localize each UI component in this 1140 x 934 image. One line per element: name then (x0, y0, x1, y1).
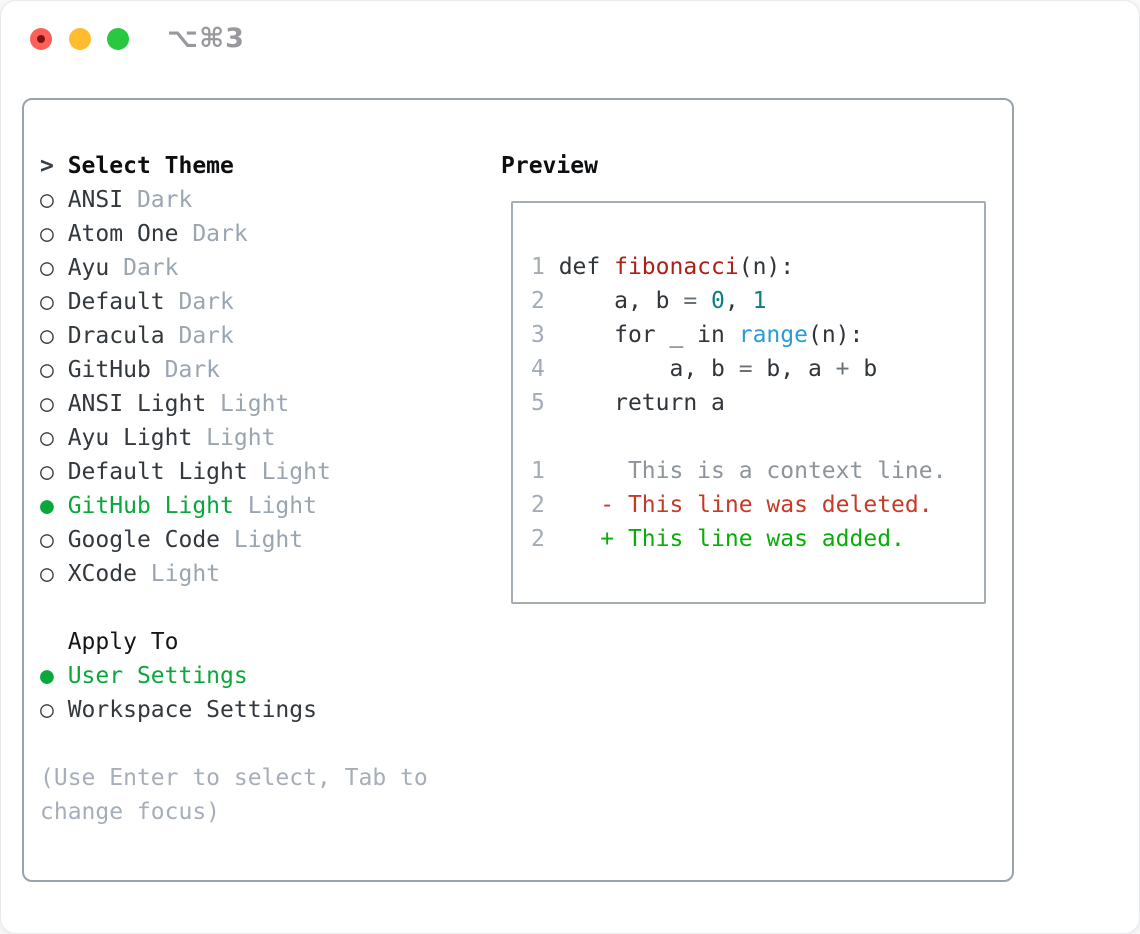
theme-option[interactable]: ● GitHub Light Light (40, 489, 428, 523)
theme-option-label: Ayu Light (67, 425, 193, 451)
theme-option[interactable]: ○ Ayu Dark (40, 251, 428, 285)
help-text-line: (Use Enter to select, Tab to (40, 765, 428, 791)
close-button[interactable] (30, 28, 52, 50)
theme-option-label: GitHub (67, 357, 151, 383)
theme-option[interactable]: ○ ANSI Dark (40, 183, 428, 217)
theme-option[interactable]: ○ Default Light Light (40, 455, 428, 489)
theme-option[interactable]: ○ Ayu Light Light (40, 421, 428, 455)
window-shortcut-label: ⌥⌘3 (167, 23, 245, 54)
theme-option-label: Dracula (67, 323, 165, 349)
theme-list-header: > Select Theme (40, 149, 428, 183)
code-line: 3 for _ in range(n): (531, 322, 864, 348)
line-number: 2 (531, 288, 559, 314)
preview-box: 1 def fibonacci(n): 2 a, b = 0, 1 3 for _ … (511, 201, 986, 604)
theme-option[interactable]: ○ XCode Light (40, 557, 428, 591)
theme-option[interactable]: ○ Atom One Dark (40, 217, 428, 251)
radio-selected-icon: ● (40, 663, 68, 689)
code-line: 4 a, b = b, a + b (531, 356, 878, 382)
theme-option[interactable]: ○ ANSI Light Light (40, 387, 428, 421)
prompt-icon: > (40, 153, 68, 179)
line-number: 1 (531, 458, 559, 484)
theme-option-tag: Dark (164, 289, 234, 315)
theme-option-label: Default (67, 289, 165, 315)
radio-icon: ○ (40, 425, 68, 451)
theme-option-label: Google Code (67, 527, 221, 553)
theme-option-tag: Dark (164, 323, 234, 349)
radio-icon: ○ (40, 255, 68, 281)
code-line: 1 def fibonacci(n): (531, 254, 795, 280)
radio-icon: ○ (40, 561, 68, 587)
theme-option-tag: Light (206, 391, 290, 417)
theme-option-tag: Light (192, 425, 276, 451)
apply-to-header: Apply To (40, 625, 428, 659)
theme-option[interactable]: ○ Dracula Dark (40, 319, 428, 353)
theme-option-tag: Light (220, 527, 304, 553)
line-number: 1 (531, 254, 559, 280)
help-text-line: change focus) (40, 799, 221, 825)
theme-option-tag: Light (233, 493, 317, 519)
titlebar: ⌥⌘3 (1, 1, 1139, 79)
theme-picker-panel: > Select Theme○ ANSI Dark○ Atom One Dark… (22, 98, 1014, 882)
theme-option[interactable]: ○ Default Dark (40, 285, 428, 319)
help-text: (Use Enter to select, Tab to change focus… (40, 761, 428, 829)
theme-option-label: Atom One (67, 221, 179, 247)
theme-option-tag: Dark (109, 255, 179, 281)
code-line: 2 a, b = 0, 1 (531, 288, 767, 314)
code-line: 5 return a (531, 390, 725, 416)
radio-selected-icon: ● (40, 493, 68, 519)
apply-option[interactable]: ● User Settings (40, 659, 428, 693)
radio-icon: ○ (40, 527, 68, 553)
theme-option[interactable]: ○ Google Code Light (40, 523, 428, 557)
apply-to-title: Apply To (67, 629, 179, 655)
diff-line: 2 - This line was deleted. (531, 492, 933, 518)
left-column: > Select Theme○ ANSI Dark○ Atom One Dark… (40, 149, 428, 829)
theme-option-tag: Dark (178, 221, 248, 247)
theme-option-tag: Light (247, 459, 331, 485)
code-preview: 1 def fibonacci(n): 2 a, b = 0, 1 3 for _ … (531, 250, 984, 420)
section-gap (40, 727, 428, 761)
apply-option-label: User Settings (67, 663, 248, 689)
theme-option-label: Ayu (67, 255, 110, 281)
line-number: 3 (531, 322, 559, 348)
theme-option-tag: Light (136, 561, 221, 587)
close-icon (37, 35, 45, 43)
minimize-button[interactable] (69, 28, 91, 50)
theme-list-title: Select Theme (67, 153, 234, 179)
radio-icon: ○ (40, 357, 68, 383)
radio-icon: ○ (40, 323, 68, 349)
apply-option-label: Workspace Settings (67, 697, 317, 723)
section-gap (40, 591, 428, 625)
line-number: 4 (531, 356, 559, 382)
theme-option-label: GitHub Light (67, 493, 234, 519)
theme-option[interactable]: ○ GitHub Dark (40, 353, 428, 387)
theme-option-label: ANSI (67, 187, 124, 213)
theme-option-tag: Dark (123, 187, 193, 213)
diff-line: 2 + This line was added. (531, 526, 905, 552)
apply-option[interactable]: ○ Workspace Settings (40, 693, 428, 727)
radio-icon: ○ (40, 459, 68, 485)
theme-list: > Select Theme○ ANSI Dark○ Atom One Dark… (40, 149, 428, 591)
theme-option-label: Default Light (67, 459, 248, 485)
radio-icon: ○ (40, 289, 68, 315)
zoom-button[interactable] (107, 28, 129, 50)
diff-preview: 1 This is a context line. 2 - This line w… (531, 454, 984, 556)
line-number: 5 (531, 390, 559, 416)
line-number: 2 (531, 492, 559, 518)
radio-icon: ○ (40, 221, 68, 247)
radio-icon: ○ (40, 391, 68, 417)
theme-option-label: XCode (67, 561, 137, 587)
line-number: 2 (531, 526, 559, 552)
apply-to-list: Apply To● User Settings○ Workspace Setti… (40, 625, 428, 727)
theme-option-label: ANSI Light (67, 391, 207, 417)
diff-line: 1 This is a context line. (531, 458, 947, 484)
theme-option-tag: Dark (150, 357, 221, 383)
radio-icon: ○ (40, 187, 68, 213)
radio-icon: ○ (40, 697, 68, 723)
preview-title: Preview (501, 153, 598, 179)
